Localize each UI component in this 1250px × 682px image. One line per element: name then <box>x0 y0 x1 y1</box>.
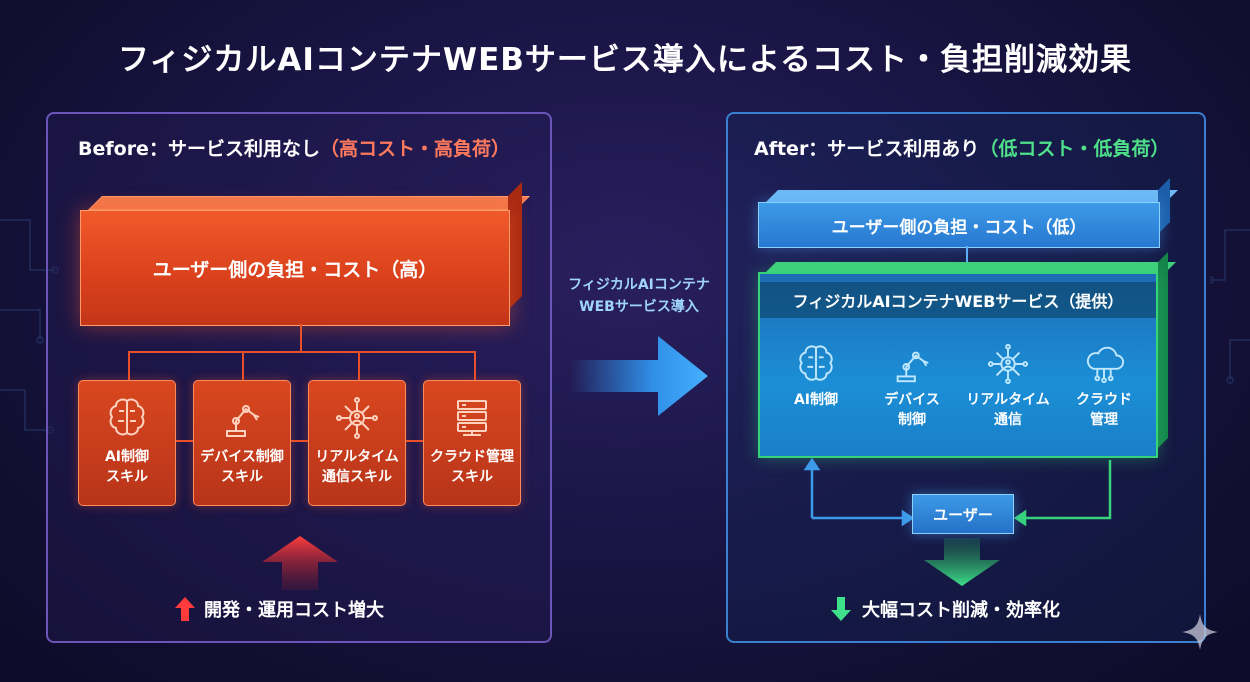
connector-drop-1 <box>128 351 130 380</box>
user-connection-lines <box>803 457 1112 527</box>
service-realtime-comm-line1: リアルタイム <box>966 392 1050 408</box>
transition-label: フィジカルAIコンテナ WEBサービス導入 <box>554 274 724 318</box>
skill-realtime-comm: リアルタイム 通信スキル <box>308 380 406 506</box>
user-cost-low-box: ユーザー側の負担・コスト（低） <box>758 202 1160 248</box>
connector-link <box>176 440 426 442</box>
connector-drop-3 <box>358 351 360 380</box>
robot-arm-icon <box>226 405 260 437</box>
skill-realtime-comm-line2: 通信スキル <box>322 469 392 485</box>
before-panel: Before：サービス利用なし（高コスト・高負荷） ユーザー側の負担・コスト（高… <box>46 112 552 643</box>
before-footer: 開発・運用コスト増大 <box>174 596 384 622</box>
skill-cloud-management-line1: クラウド管理 <box>430 449 514 465</box>
network-icon <box>336 397 378 439</box>
brain-icon <box>799 345 833 381</box>
skill-device-control-line1: デバイス制御 <box>200 449 284 465</box>
service-box: フィジカルAIコンテナWEBサービス（提供） AI制御 デバイス 制御 リアルタ… <box>758 272 1158 458</box>
circuit-decoration-left <box>0 219 59 434</box>
service-device-control-line2: 制御 <box>898 412 926 428</box>
up-arrow-icon <box>175 597 195 621</box>
low-to-service-connector <box>966 246 968 264</box>
skill-device-control: デバイス制御 スキル <box>193 380 291 506</box>
brain-icon <box>109 398 145 436</box>
skill-ai-control-line1: AI制御 <box>104 449 150 465</box>
after-footer-text: 大幅コスト削減・効率化 <box>862 600 1060 621</box>
page-title: フィジカルAIコンテナWEBサービス導入によるコスト・負担削減効果 <box>118 42 1132 78</box>
transition-label-line2: WEBサービス導入 <box>579 299 699 315</box>
before-heading-prefix: Before：サービス利用なし <box>78 138 320 160</box>
service-cloud-management-line1: クラウド <box>1076 392 1132 408</box>
skill-realtime-comm-line1: リアルタイム <box>315 449 399 465</box>
transition-label-line1: フィジカルAIコンテナ <box>568 277 710 293</box>
after-heading-prefix: After：サービス利用あり <box>754 138 980 160</box>
before-heading-highlight: （高コスト・高負荷） <box>319 138 510 160</box>
service-cloud-management-line2: 管理 <box>1090 412 1118 428</box>
skill-ai-control-line2: スキル <box>106 469 148 485</box>
cost-reduction-arrow-icon <box>924 538 1000 586</box>
connector-drop-4 <box>474 351 476 380</box>
after-panel: After：サービス利用あり（低コスト・低負荷） ユーザー側の負担・コスト（低）… <box>726 112 1206 643</box>
transition-arrow-icon <box>570 336 708 416</box>
connector-bar <box>128 351 476 353</box>
network-icon <box>987 343 1029 385</box>
service-ai-control-line1: AI制御 <box>793 392 839 408</box>
skill-device-control-line2: スキル <box>221 469 263 485</box>
service-ai-control: AI制御 <box>770 342 862 410</box>
before-heading: Before：サービス利用なし（高コスト・高負荷） <box>78 134 510 161</box>
service-device-control: デバイス 制御 <box>866 342 958 430</box>
service-device-control-line1: デバイス <box>884 392 940 408</box>
cost-box-side-face <box>508 182 522 310</box>
before-footer-text: 開発・運用コスト増大 <box>204 600 384 621</box>
skill-ai-control: AI制御 スキル <box>78 380 176 506</box>
after-heading: After：サービス利用あり（低コスト・低負荷） <box>754 134 1169 161</box>
service-title: フィジカルAIコンテナWEBサービス（提供） <box>760 282 1156 318</box>
down-arrow-icon <box>831 597 851 621</box>
cloud-icon <box>1086 346 1125 384</box>
circuit-decoration-right <box>1210 229 1250 384</box>
cost-increase-arrow-icon <box>262 536 338 590</box>
user-box: ユーザー <box>912 494 1014 534</box>
after-footer: 大幅コスト削減・効率化 <box>830 596 1060 622</box>
cost-box-top-face <box>88 196 530 210</box>
sparkle-icon <box>1182 614 1218 650</box>
service-realtime-comm-line2: 通信 <box>994 412 1022 428</box>
connector-drop-2 <box>242 351 244 380</box>
robot-arm-icon <box>896 351 929 383</box>
server-icon <box>457 400 487 436</box>
after-heading-highlight: （低コスト・低負荷） <box>979 138 1170 160</box>
service-cloud-management: クラウド 管理 <box>1058 342 1150 430</box>
connector-trunk <box>300 324 302 352</box>
service-realtime-comm: リアルタイム 通信 <box>962 342 1054 430</box>
skill-cloud-management-line2: スキル <box>451 469 493 485</box>
user-cost-high-box: ユーザー側の負担・コスト（高） <box>80 210 510 326</box>
skill-cloud-management: クラウド管理 スキル <box>423 380 521 506</box>
